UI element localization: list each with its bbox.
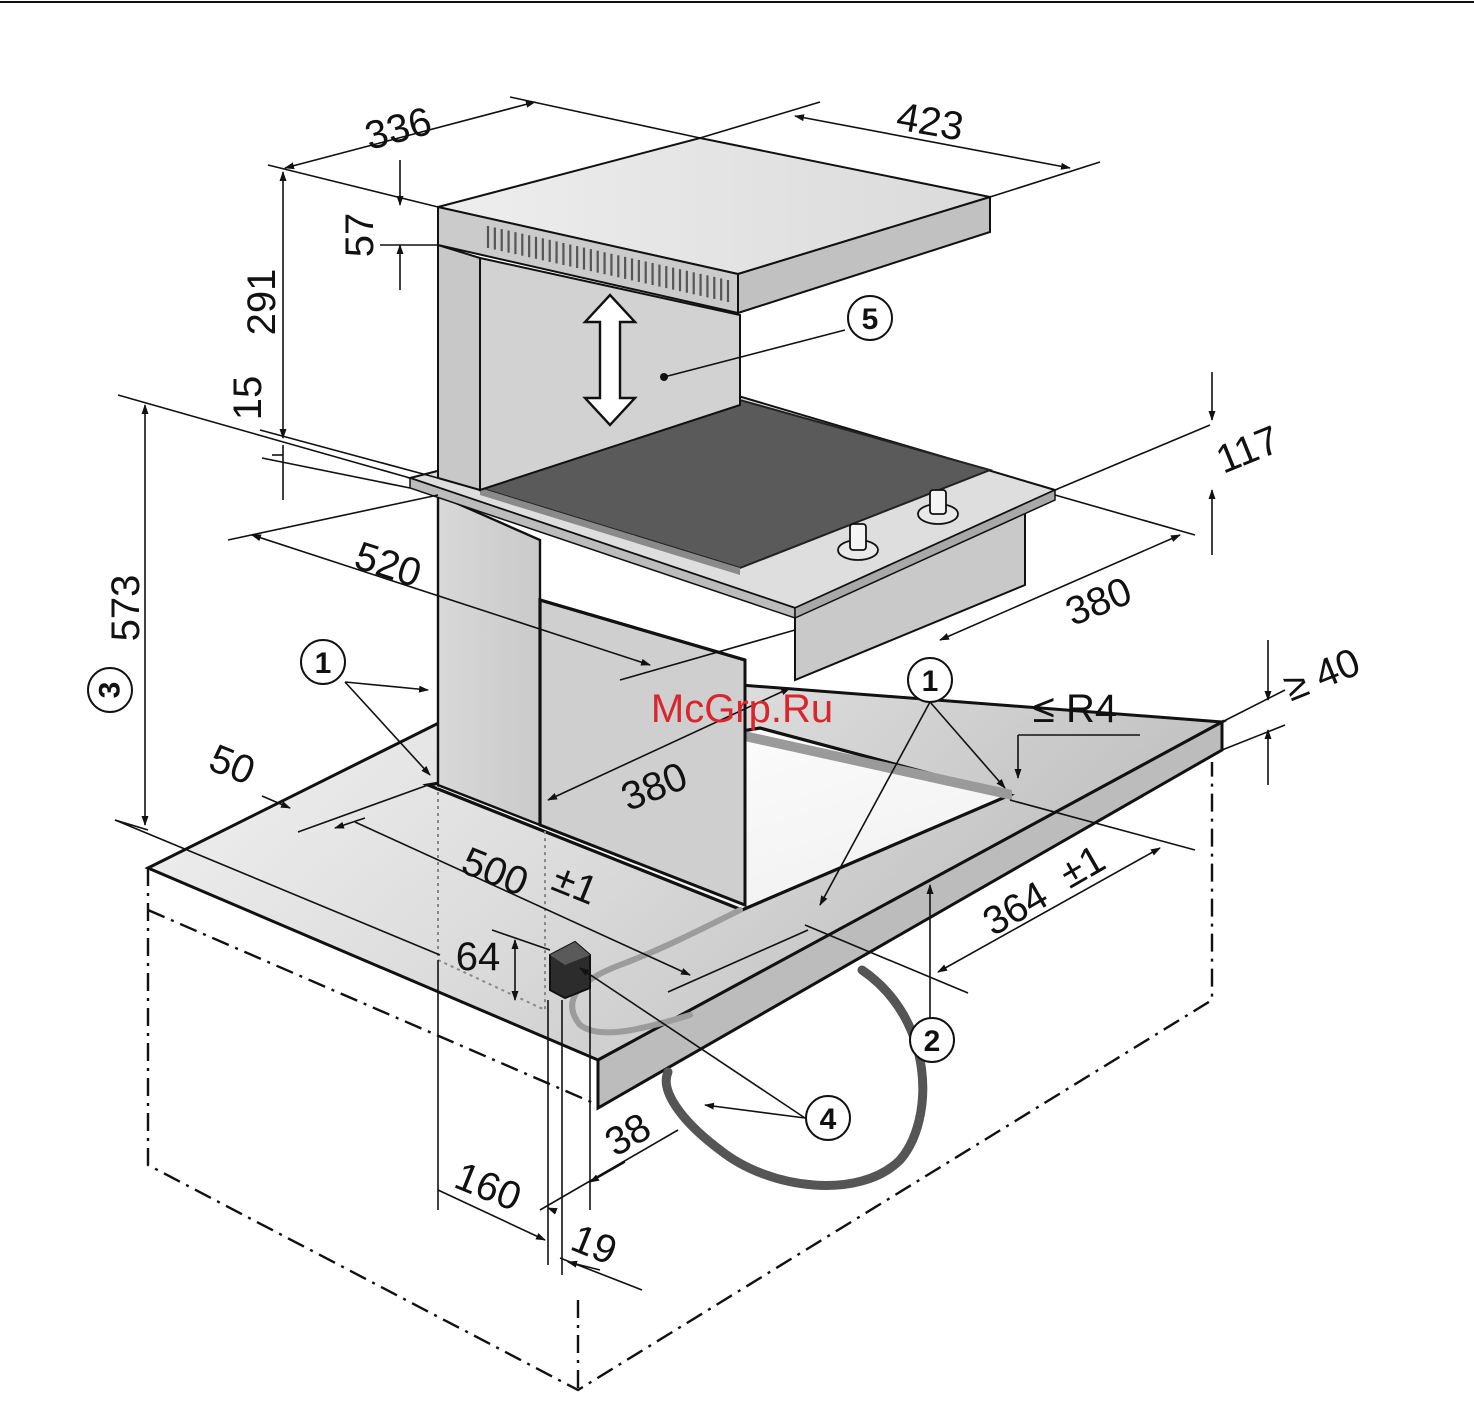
svg-text:1: 1 xyxy=(922,665,939,698)
svg-text:4: 4 xyxy=(820,1103,837,1136)
dim-291: 291 xyxy=(240,269,284,336)
dim-64: 64 xyxy=(456,935,501,979)
dim-364-tolerance: ±1 xyxy=(1052,837,1112,897)
callout-1-right: 1 xyxy=(908,658,952,702)
dim-380-right: 380 xyxy=(1060,569,1138,635)
svg-text:3: 3 xyxy=(94,682,127,699)
dim-573: 573 xyxy=(104,575,148,642)
callout-4: 4 xyxy=(806,1096,850,1140)
svg-text:1: 1 xyxy=(315,647,332,680)
dim-15: 15 xyxy=(226,376,270,421)
dim-117: 117 xyxy=(1210,418,1286,483)
callout-2: 2 xyxy=(910,1018,954,1062)
dim-520: 520 xyxy=(349,534,426,596)
dim-57: 57 xyxy=(338,213,382,258)
dim-radius: ≤ R4 xyxy=(1033,687,1117,731)
dim-50: 50 xyxy=(203,736,261,793)
callout-3: 3 xyxy=(88,668,132,712)
dim-160: 160 xyxy=(449,1154,527,1220)
callout-1-left: 1 xyxy=(301,640,345,684)
svg-text:5: 5 xyxy=(862,303,879,336)
dim-min-40: ≥ 40 xyxy=(1278,640,1366,710)
dim-19: 19 xyxy=(565,1216,623,1273)
watermark: McGrp.Ru xyxy=(651,687,833,731)
callout-5: 5 xyxy=(848,296,892,340)
dim-423: 423 xyxy=(893,95,966,150)
svg-text:2: 2 xyxy=(924,1025,941,1058)
dim-336: 336 xyxy=(360,99,436,159)
dim-38: 38 xyxy=(598,1105,659,1165)
